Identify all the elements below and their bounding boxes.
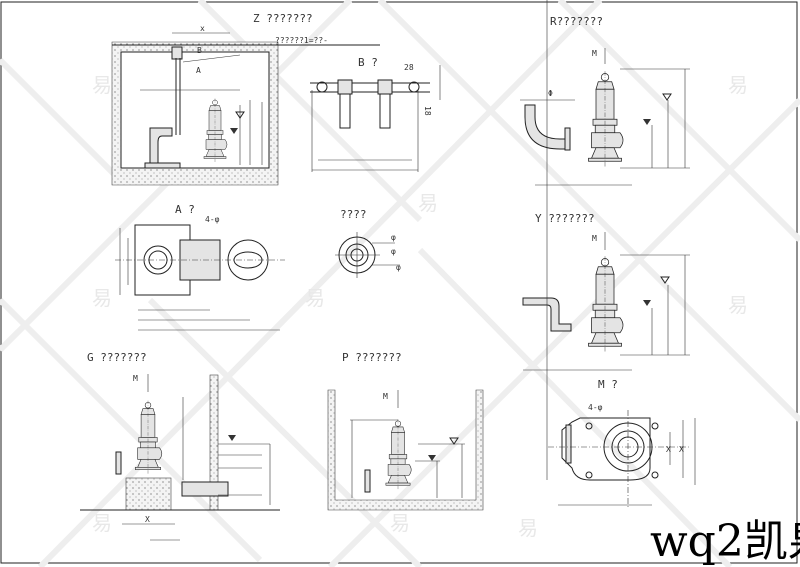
svg-text:易: 易: [92, 511, 112, 535]
svg-text:易: 易: [728, 293, 748, 317]
section-flange-detail: ???? φ φ φ: [335, 208, 401, 278]
section-p-title: P ???????: [342, 351, 402, 364]
svg-text:M: M: [133, 374, 138, 383]
svg-text:φ: φ: [391, 247, 396, 256]
svg-text:M: M: [383, 392, 388, 401]
svg-text:4-φ: 4-φ: [588, 403, 603, 412]
ground-level-note: ??????1=??-: [275, 36, 328, 45]
svg-text:18: 18: [423, 106, 432, 116]
section-m-plan: M ? 4-φ X X: [546, 0, 696, 508]
svg-text:X: X: [666, 445, 671, 454]
svg-text:易: 易: [305, 286, 325, 310]
svg-text:易: 易: [518, 516, 538, 540]
section-b-detail: B ? 28 18: [310, 56, 441, 172]
svg-text:易: 易: [92, 286, 112, 310]
section-r-title: R???????: [550, 15, 603, 28]
section-r-installation: R??????? M Φ: [520, 15, 690, 186]
svg-text:x: x: [200, 24, 205, 33]
svg-text:A: A: [196, 66, 201, 75]
svg-text:X: X: [145, 515, 150, 524]
section-y-installation: Y ??????? M: [522, 212, 690, 371]
svg-text:M: M: [592, 234, 597, 243]
svg-text:M: M: [592, 49, 597, 58]
svg-text:B: B: [197, 46, 202, 55]
section-z-title: Z ???????: [253, 12, 313, 25]
svg-text:28: 28: [404, 63, 414, 72]
svg-text:Φ: Φ: [548, 89, 553, 98]
section-b-title: B ?: [358, 56, 378, 69]
svg-text:易: 易: [92, 73, 112, 97]
svg-text:易: 易: [728, 73, 748, 97]
svg-text:4-φ: 4-φ: [205, 215, 220, 224]
brand-caption: wq2凯泉: [650, 516, 800, 567]
section-a-title: A ?: [175, 203, 195, 216]
svg-text:易: 易: [390, 511, 410, 535]
svg-text:φ: φ: [396, 263, 401, 272]
section-p-installation: P ??????? M: [327, 351, 484, 511]
svg-text:φ: φ: [391, 233, 396, 242]
section-y-title: Y ???????: [535, 212, 595, 225]
section-m-title: M ?: [598, 378, 618, 391]
flange-title: ????: [340, 208, 367, 221]
section-z-installation: Z ??????? ??????1=??- x B A: [111, 12, 380, 186]
section-g-installation: G ??????? M X: [80, 351, 280, 541]
svg-text:易: 易: [418, 191, 438, 215]
svg-text:X: X: [679, 445, 684, 454]
section-g-title: G ???????: [87, 351, 147, 364]
section-a-plan: A ? 4-φ: [115, 203, 285, 331]
